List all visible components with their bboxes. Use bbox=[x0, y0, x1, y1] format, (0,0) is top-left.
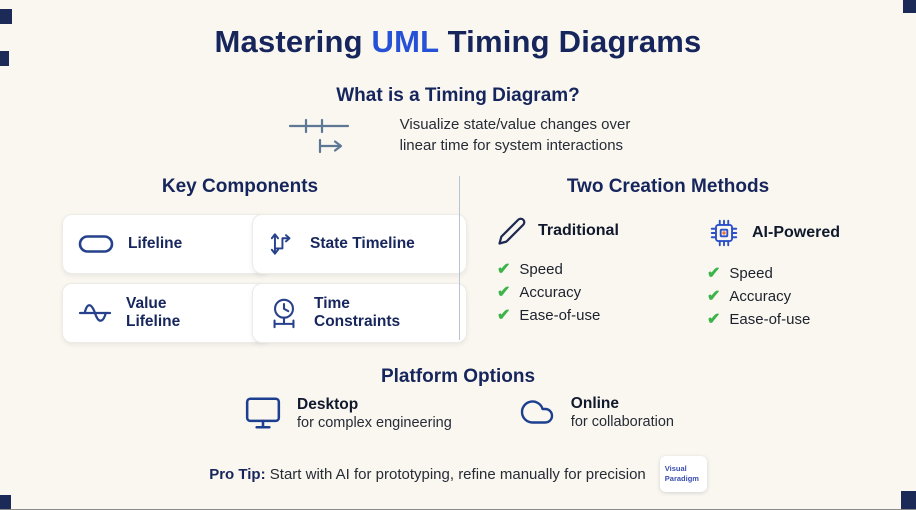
component-card-time-constraints: Time Constraints bbox=[252, 283, 467, 343]
pro-tip-label: Pro Tip: bbox=[209, 465, 266, 483]
corner-accent bbox=[903, 0, 916, 13]
corner-accent bbox=[0, 495, 11, 510]
key-components-heading: Key Components bbox=[161, 176, 319, 197]
method-header: Traditional bbox=[497, 216, 619, 246]
feature-item: ✔ Ease-of-use bbox=[497, 307, 619, 324]
platform-online: Online for collaboration bbox=[516, 394, 674, 430]
pro-tip: Pro Tip: Start with AI for prototyping, … bbox=[209, 466, 646, 483]
feature-label: Ease-of-use bbox=[519, 307, 601, 324]
value-lifeline-icon bbox=[78, 304, 112, 322]
ai-chip-icon bbox=[710, 219, 738, 247]
time-constraints-icon bbox=[273, 298, 295, 329]
section-divider bbox=[459, 176, 460, 340]
component-card-label: Lifeline bbox=[128, 235, 183, 253]
check-icon: ✔ bbox=[707, 310, 721, 328]
component-card-value-lifeline: Value Lifeline bbox=[62, 283, 270, 343]
method-name: AI-Powered bbox=[752, 224, 841, 241]
intro-heading: What is a Timing Diagram? bbox=[336, 85, 580, 106]
feature-label: Accuracy bbox=[729, 288, 792, 305]
corner-accent bbox=[0, 51, 9, 66]
timing-diagram-icon bbox=[288, 118, 349, 154]
component-card-lifeline: Lifeline bbox=[62, 214, 270, 274]
check-icon: ✔ bbox=[707, 264, 721, 282]
lifeline-icon bbox=[78, 235, 114, 253]
logo-line1: Visual bbox=[664, 464, 687, 474]
intro-description: Visualize state/value changes over linea… bbox=[400, 114, 631, 156]
feature-item: ✔ Speed bbox=[497, 261, 619, 278]
component-card-label: State Timeline bbox=[310, 235, 415, 253]
feature-label: Speed bbox=[729, 265, 773, 282]
method-traditional: Traditional ✔ Speed ✔ Accuracy ✔ Ease-of… bbox=[497, 216, 619, 324]
state-timeline-icon bbox=[270, 233, 291, 255]
method-header: AI-Powered bbox=[707, 216, 840, 250]
component-card-state-timeline: State Timeline bbox=[252, 214, 467, 274]
feature-label: Accuracy bbox=[519, 284, 582, 301]
component-card-label: Time Constraints bbox=[314, 295, 401, 330]
feature-label: Speed bbox=[519, 261, 563, 278]
check-icon: ✔ bbox=[497, 283, 511, 301]
corner-accent bbox=[0, 9, 12, 24]
method-features: ✔ Speed ✔ Accuracy ✔ Ease-of-use bbox=[707, 265, 840, 328]
pro-tip-text: Start with AI for prototyping, refine ma… bbox=[269, 465, 646, 483]
visual-paradigm-logo: Visual Paradigm bbox=[659, 456, 707, 492]
title-suffix: Timing Diagrams bbox=[447, 24, 702, 59]
check-icon: ✔ bbox=[497, 260, 511, 278]
feature-item: ✔ Ease-of-use bbox=[707, 311, 840, 328]
method-features: ✔ Speed ✔ Accuracy ✔ Ease-of-use bbox=[497, 261, 619, 324]
check-icon: ✔ bbox=[497, 306, 511, 324]
pencil-icon bbox=[498, 217, 526, 245]
platform-row: Desktop for complex engineering Online f… bbox=[0, 394, 916, 432]
cloud-icon bbox=[520, 400, 553, 424]
feature-item: ✔ Speed bbox=[707, 265, 840, 282]
creation-methods-heading: Two Creation Methods bbox=[566, 176, 770, 197]
platform-description: for collaboration bbox=[570, 413, 674, 430]
feature-label: Ease-of-use bbox=[729, 311, 811, 328]
method-name: Traditional bbox=[538, 222, 619, 239]
monitor-icon bbox=[245, 397, 281, 429]
platform-options-heading: Platform Options bbox=[380, 366, 536, 387]
footer-row: Pro Tip: Start with AI for prototyping, … bbox=[0, 456, 916, 492]
platform-name: Online bbox=[570, 394, 620, 412]
check-icon: ✔ bbox=[707, 287, 721, 305]
logo-line2: Paradigm bbox=[664, 474, 699, 483]
method-ai-powered: AI-Powered ✔ Speed ✔ Accuracy ✔ Ease-of-… bbox=[707, 216, 840, 328]
platform-texts: Desktop for complex engineering bbox=[297, 396, 452, 431]
corner-accent bbox=[901, 491, 916, 510]
page-title: Mastering UML Timing Diagrams bbox=[0, 24, 916, 60]
feature-item: ✔ Accuracy bbox=[707, 288, 840, 305]
intro-description-line2: linear time for system interactions bbox=[399, 137, 624, 154]
intro-description-line1: Visualize state/value changes over bbox=[399, 116, 631, 133]
title-highlight: UML bbox=[371, 24, 439, 59]
component-card-label: Value Lifeline bbox=[126, 295, 181, 330]
title-prefix: Mastering bbox=[214, 24, 363, 59]
platform-desktop: Desktop for complex engineering bbox=[242, 394, 452, 432]
feature-item: ✔ Accuracy bbox=[497, 284, 619, 301]
platform-description: for complex engineering bbox=[297, 414, 452, 431]
intro-row: Visualize state/value changes over linea… bbox=[0, 112, 916, 158]
platform-texts: Online for collaboration bbox=[571, 395, 674, 430]
platform-name: Desktop bbox=[297, 395, 359, 413]
